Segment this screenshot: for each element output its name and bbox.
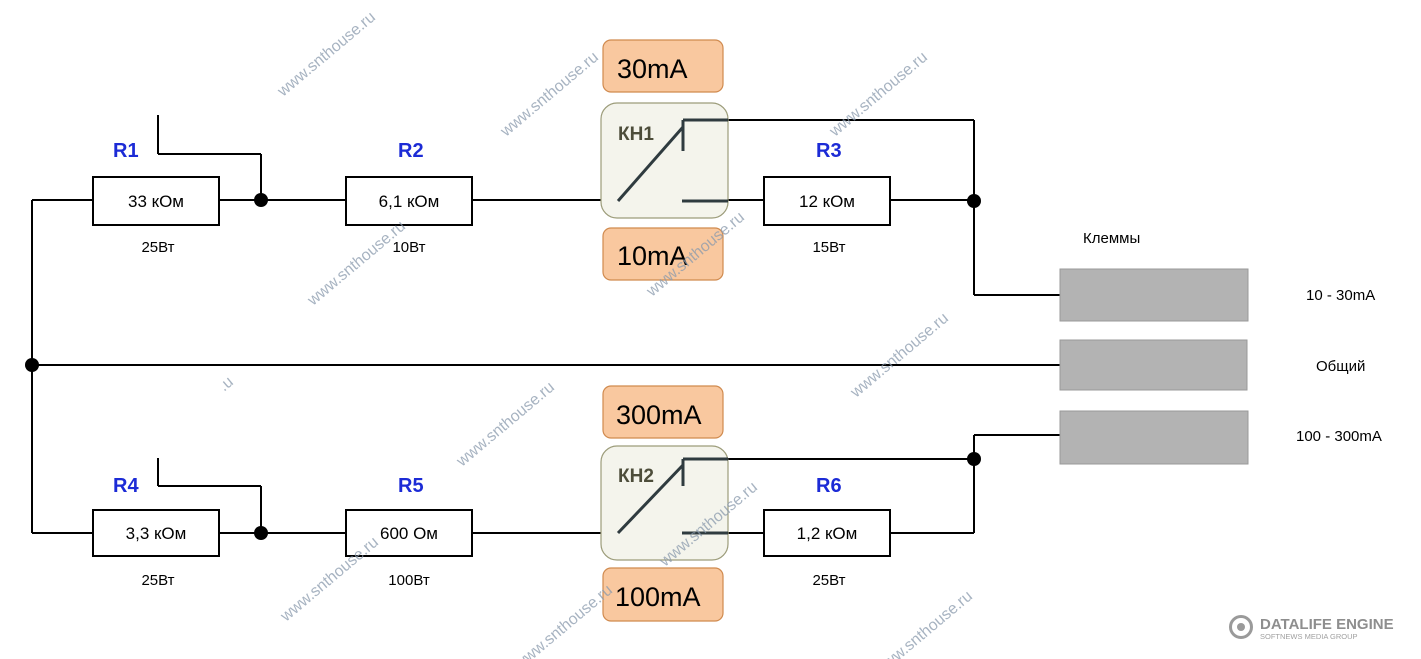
resistor-body [345, 509, 473, 557]
current-badge-top [602, 39, 724, 93]
junction-node [254, 193, 268, 207]
resistor-value: 600 Ом [380, 524, 438, 543]
resistor-name: R2 [398, 140, 424, 162]
resistor-r1: R1 33 кОм 25Вт [92, 140, 220, 256]
watermark-text: www.snthouse.ru [497, 49, 602, 141]
resistor-r4: R4 3,3 кОм 25Вт [92, 475, 220, 589]
watermark-text: www.snthouse.ru [511, 582, 616, 659]
current-badge-top [602, 385, 724, 439]
resistor-power: 25Вт [812, 572, 845, 589]
resistor-body [763, 509, 891, 557]
watermark-text: www.snthouse.ru [826, 49, 931, 141]
resistor-name: R5 [398, 475, 424, 497]
terminals: Клеммы 10 - 30mA Общий 100 - 300mA [1059, 230, 1382, 465]
terminal-label: 10 - 30mA [1306, 287, 1375, 304]
junction-node [254, 526, 268, 540]
watermark-text: www.snthouse.ru [274, 9, 379, 101]
switch-lever [616, 463, 685, 535]
resistor-body [92, 509, 220, 557]
current-badge-bottom [602, 567, 724, 622]
current-badge-top-label: 300mA [616, 400, 702, 430]
resistor-body [763, 176, 891, 226]
resistor-r6: R6 1,2 кОм 25Вт [763, 475, 891, 589]
switch-name: КН2 [618, 466, 654, 487]
resistor-value: 3,3 кОм [126, 524, 187, 543]
resistor-power: 15Вт [812, 239, 845, 256]
resistor-value: 33 кОм [128, 192, 184, 211]
resistor-power: 100Вт [388, 572, 430, 589]
junction-node [967, 194, 981, 208]
resistor-r5: R5 600 Ом 100Вт [345, 475, 473, 589]
resistor-body [345, 176, 473, 226]
resistor-name: R6 [816, 475, 842, 497]
junction-nodes [25, 193, 981, 540]
junction-node [967, 452, 981, 466]
terminal-block-100-300ma [1059, 410, 1249, 465]
eye-icon [1229, 615, 1253, 639]
switch-kn1: 30mA КН1 10mA [600, 39, 729, 281]
switch-housing [600, 445, 729, 561]
watermark-fragment: .u [216, 373, 237, 395]
watermark-text: www.snthouse.ru [871, 588, 976, 659]
terminal-label: 100 - 300mA [1296, 428, 1382, 445]
resistor-power: 25Вт [141, 572, 174, 589]
resistor-value: 12 кОм [799, 192, 855, 211]
switch-housing [600, 102, 729, 219]
watermark-text: www.snthouse.ru [304, 218, 409, 310]
resistor-body [92, 176, 220, 226]
terminal-block-10-30ma [1059, 268, 1249, 322]
terminal-block-common [1059, 339, 1248, 391]
resistor-name: R3 [816, 140, 842, 162]
resistor-value: 1,2 кОм [797, 524, 858, 543]
resistor-name: R4 [113, 475, 139, 497]
resistor-r3: R3 12 кОм 15Вт [763, 140, 891, 256]
resistor-value: 6,1 кОм [379, 192, 440, 211]
watermark-text: www.snthouse.ru [277, 534, 382, 626]
resistor-power: 25Вт [141, 239, 174, 256]
switch-name: КН1 [618, 124, 654, 145]
current-badge-bottom-label: 10mA [617, 241, 688, 271]
current-badge-bottom [602, 227, 724, 281]
resistor-name: R1 [113, 140, 139, 162]
switch-kn2: 300mA КН2 100mA [600, 385, 729, 622]
logo-tagline: SOFTNEWS MEDIA GROUP [1260, 632, 1358, 641]
junction-node [25, 358, 39, 372]
terminal-label: Общий [1316, 358, 1365, 375]
watermarks: www.snthouse.ru www.snthouse.ru www.snth… [216, 9, 976, 659]
datalife-engine-logo: DATALIFE ENGINE SOFTNEWS MEDIA GROUP [1229, 615, 1394, 641]
resistor-power: 10Вт [392, 239, 425, 256]
current-badge-bottom-label: 100mA [615, 582, 701, 612]
current-badge-top-label: 30mA [617, 54, 688, 84]
logo-name: DATALIFE ENGINE [1260, 616, 1394, 633]
terminals-title: Клеммы [1083, 230, 1140, 247]
watermark-text: www.snthouse.ru [847, 310, 952, 402]
resistor-r2: R2 6,1 кОм 10Вт [345, 140, 473, 256]
switch-lever [616, 126, 685, 202]
watermark-text: www.snthouse.ru [453, 379, 558, 471]
